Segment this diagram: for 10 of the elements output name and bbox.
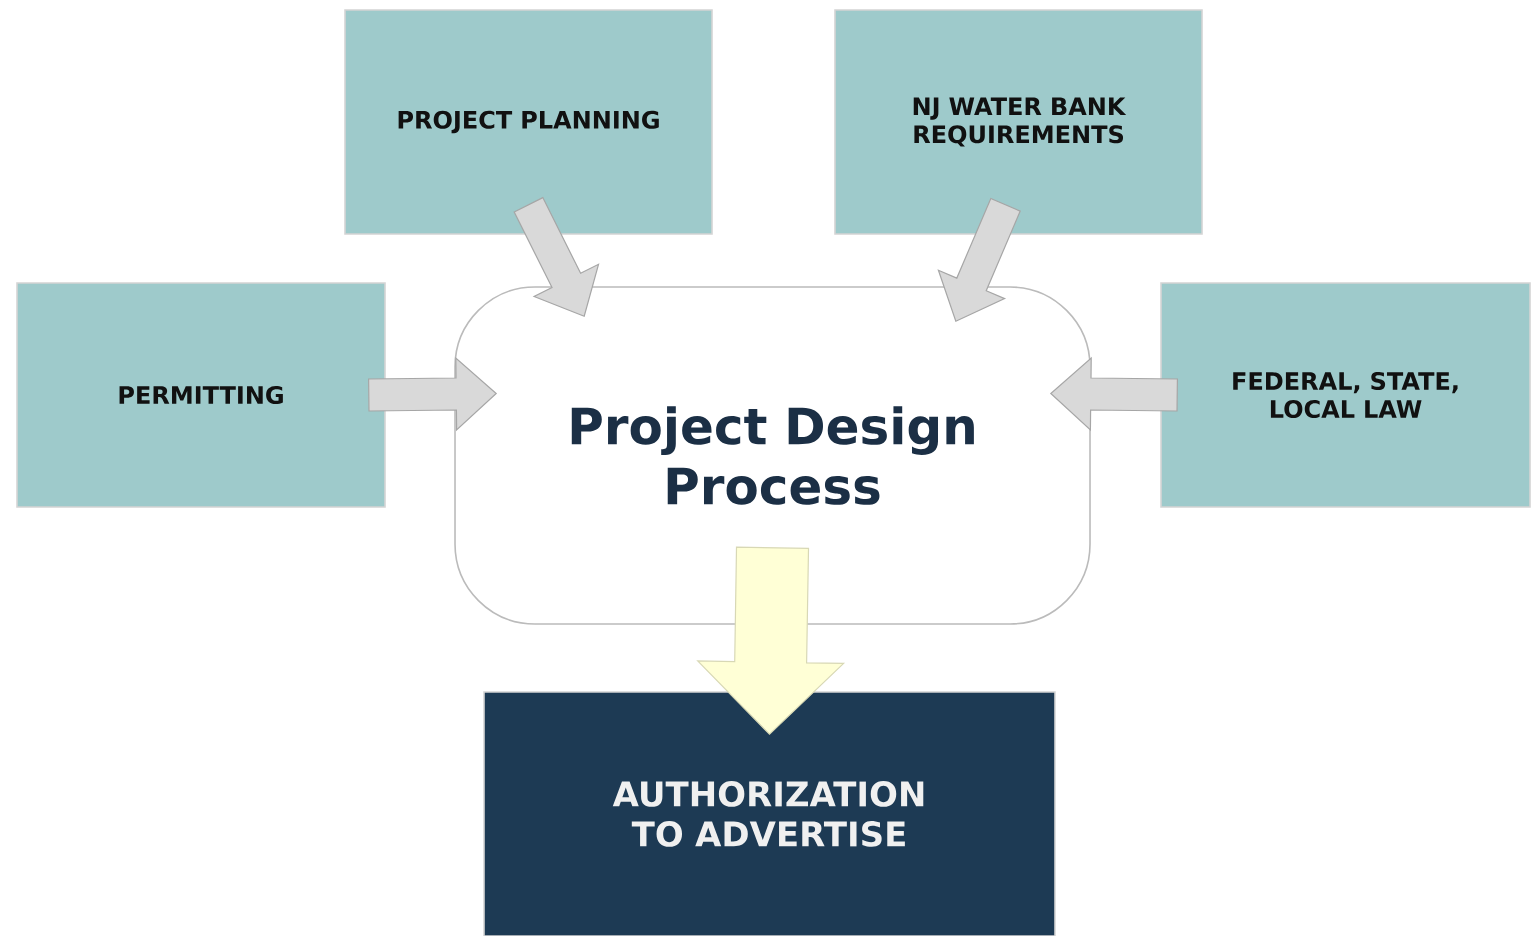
text-box: PERMITTING xyxy=(16,282,386,508)
text-box: FEDERAL, STATE, LOCAL LAW xyxy=(1160,282,1531,508)
block-arrow xyxy=(696,546,846,736)
text-box: NJ WATER BANK REQUIREMENTS xyxy=(834,9,1203,235)
block-arrow xyxy=(1049,356,1178,432)
rounded-box: Project Design Process xyxy=(454,286,1091,625)
text-box: AUTHORIZATION TO ADVERTISE xyxy=(483,691,1056,936)
block-arrow xyxy=(937,197,1021,323)
block-arrow xyxy=(368,356,498,432)
text-box: PROJECT PLANNING xyxy=(344,9,713,235)
